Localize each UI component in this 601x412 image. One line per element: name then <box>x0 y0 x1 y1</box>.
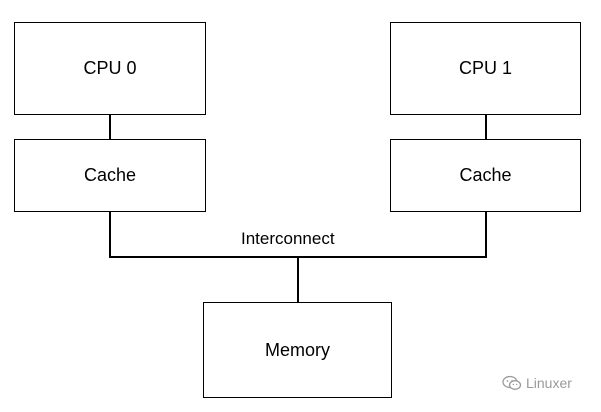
wechat-icon <box>502 375 522 391</box>
memory-label: Memory <box>264 339 330 360</box>
memory-box: Memory <box>203 302 392 398</box>
cpu0-cache0-connector <box>109 115 111 139</box>
cache1-down-connector <box>485 212 487 257</box>
cpu0-label: CPU 0 <box>83 58 137 78</box>
interconnect-memory-connector <box>297 256 299 302</box>
cache1-box: Cache <box>390 139 581 212</box>
cache1-label: Cache <box>459 165 512 185</box>
interconnect-label: Interconnect <box>241 229 335 248</box>
cache0-box: Cache <box>14 139 206 212</box>
cache0-label: Cache <box>83 165 137 185</box>
cpu1-box: CPU 1 <box>390 22 581 115</box>
watermark-text: Linuxer <box>526 375 572 391</box>
cpu0-box: CPU 0 <box>14 22 206 115</box>
cache0-down-connector <box>109 212 111 257</box>
cpu1-cache1-connector <box>485 115 487 139</box>
watermark: Linuxer <box>502 375 572 391</box>
cpu1-label: CPU 1 <box>458 58 512 78</box>
